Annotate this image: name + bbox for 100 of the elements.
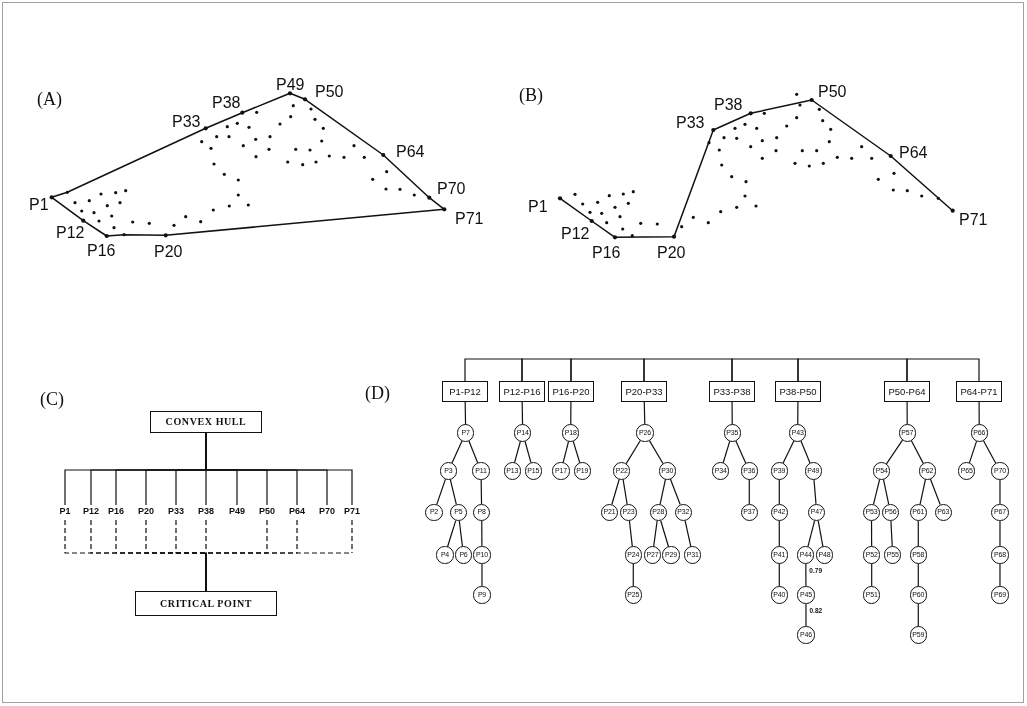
connector-line — [731, 401, 733, 425]
connector-line — [468, 440, 479, 464]
panel-label: (B) — [519, 85, 543, 105]
connector-line — [999, 478, 1001, 505]
connector-line — [464, 358, 523, 382]
connector-line — [643, 358, 733, 382]
connector-line — [748, 478, 750, 505]
connector-line — [524, 440, 532, 464]
point-label: P64 — [289, 505, 305, 517]
connector-line — [570, 401, 572, 425]
connector-line — [669, 478, 681, 506]
connector-line — [917, 520, 919, 547]
connector-line — [968, 440, 978, 464]
point-label: P71 — [344, 505, 360, 517]
point-label: P50 — [818, 82, 847, 100]
point-label: P33 — [172, 112, 201, 130]
point-label: P38 — [714, 95, 743, 113]
connector-line — [628, 520, 633, 548]
connector-line — [882, 478, 890, 505]
connector-line — [480, 478, 483, 505]
connector-line — [648, 439, 664, 465]
connector-line — [813, 478, 817, 505]
connector-line — [807, 520, 816, 548]
connector-line — [817, 520, 824, 548]
connector-line — [919, 478, 927, 505]
point-label: P1 — [528, 197, 548, 215]
segment-box: P16-P20 — [548, 381, 594, 402]
connector-line — [684, 520, 692, 548]
connector-line — [999, 520, 1001, 547]
point-label: P50 — [259, 505, 275, 517]
point-label: P20 — [154, 242, 183, 260]
connector-line — [611, 478, 620, 505]
connector-line — [735, 440, 747, 464]
connector-line — [562, 440, 570, 464]
connector-line — [805, 603, 807, 627]
point-label: P12 — [56, 223, 85, 241]
connector-line — [778, 478, 780, 505]
connector-line — [632, 563, 634, 587]
connector-line — [660, 520, 670, 548]
point-label: P16 — [108, 505, 124, 517]
connector-line — [885, 439, 904, 465]
connector-line — [978, 401, 980, 425]
point-label: P70 — [437, 179, 466, 197]
connector-line — [625, 439, 642, 465]
point-label: P49 — [229, 505, 245, 517]
label-box: CRITICAL POINT — [135, 591, 277, 616]
segment-box: P12-P16 — [499, 381, 545, 402]
point-label: P49 — [276, 75, 305, 93]
connector-line — [449, 478, 457, 505]
point-label: P16 — [592, 243, 621, 261]
point-label: P64 — [396, 142, 425, 160]
connector-line — [481, 520, 483, 547]
segment-box: P20-P33 — [621, 381, 667, 402]
segment-box: P38-P50 — [775, 381, 821, 402]
connector-line — [929, 478, 941, 506]
segment-box: P64-P71 — [956, 381, 1002, 402]
connector-line — [722, 440, 731, 464]
connector-line — [622, 478, 628, 505]
point-label: P71 — [455, 209, 484, 227]
point-label: P38 — [198, 505, 214, 517]
panel-label: (D) — [365, 383, 390, 403]
connector-line — [871, 563, 873, 587]
point-label: P20 — [657, 243, 686, 261]
point-label: P16 — [87, 241, 116, 259]
panel-label: (A) — [37, 89, 62, 109]
connector-line — [205, 432, 353, 506]
connector-line — [572, 440, 581, 464]
panel-label: (C) — [40, 389, 64, 409]
connector-line — [906, 358, 980, 382]
point-label: P12 — [83, 505, 99, 517]
connector-line — [800, 440, 811, 464]
connector-line — [805, 563, 807, 587]
connector-line — [451, 440, 463, 464]
connector-line — [910, 440, 924, 464]
connector-line — [906, 401, 908, 425]
connector-line — [464, 401, 467, 425]
connector-line — [917, 563, 919, 587]
connector-line — [778, 520, 780, 547]
connector-line — [446, 520, 457, 548]
segment-box: P1-P12 — [442, 381, 488, 402]
connector-line — [731, 358, 799, 382]
point-label: P20 — [138, 505, 154, 517]
connector-line — [643, 401, 646, 425]
point-label: P70 — [319, 505, 335, 517]
point-label: P38 — [212, 93, 241, 111]
connector-line — [917, 603, 919, 627]
connector-line — [782, 440, 795, 464]
connector-line — [653, 520, 658, 548]
connector-line — [982, 439, 997, 465]
connector-line — [870, 520, 873, 547]
point-label: P33 — [168, 505, 184, 517]
connector-line — [513, 440, 521, 464]
point-label: P71 — [959, 210, 988, 228]
point-label: P50 — [315, 82, 344, 100]
connector-line — [797, 358, 908, 382]
connector-line — [659, 478, 667, 505]
segment-box: P50-P64 — [884, 381, 930, 402]
point-label: P1 — [59, 505, 71, 517]
connector-line — [458, 520, 464, 548]
point-label: P33 — [676, 113, 705, 131]
